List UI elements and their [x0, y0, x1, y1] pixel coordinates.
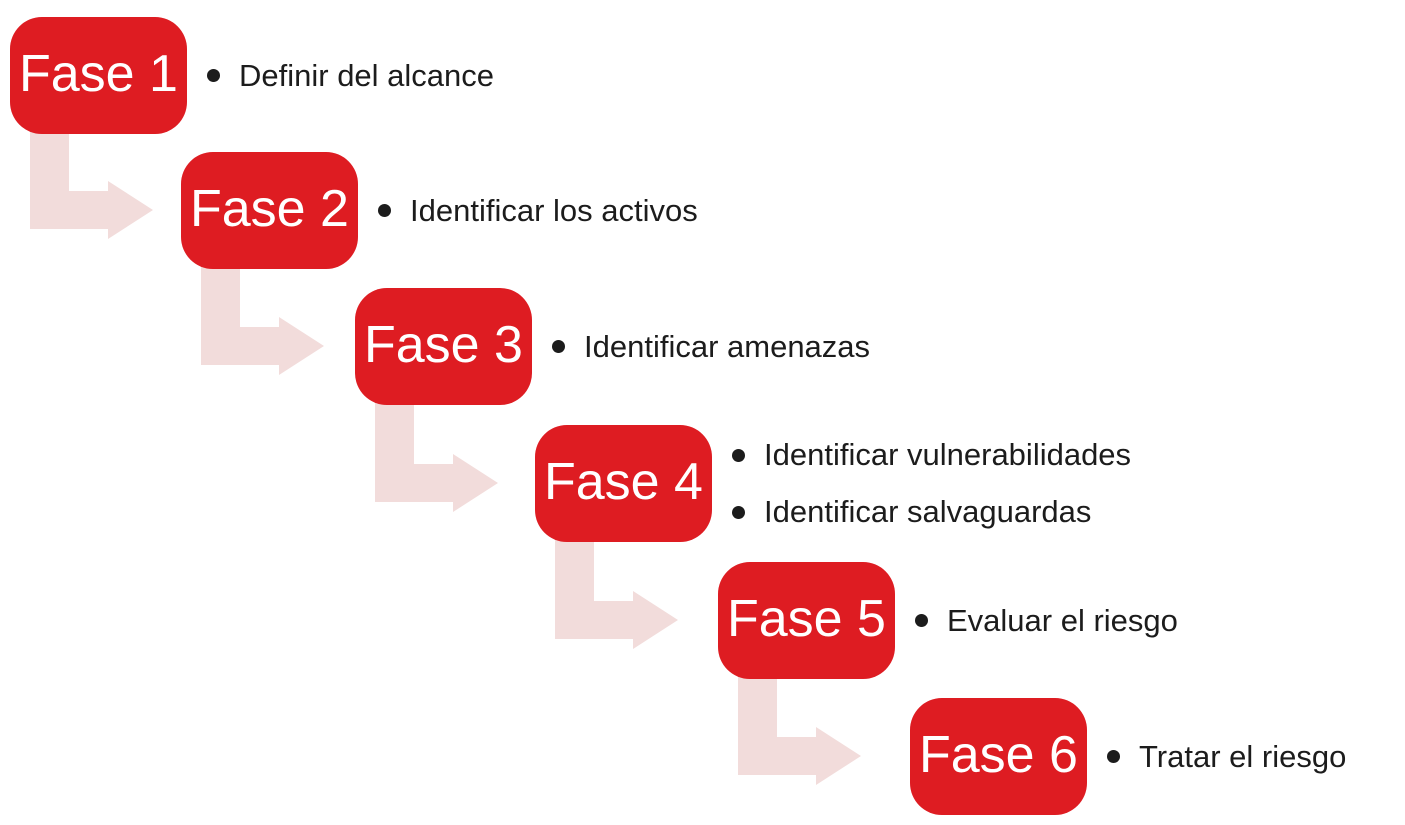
bullet-text: Identificar los activos: [410, 192, 698, 228]
phase-label-6: Fase 6: [919, 725, 1078, 784]
bullet-dot: [732, 505, 745, 519]
bullet-dot: [378, 204, 391, 217]
phase-bullets-3: Identificar amenazas: [552, 288, 870, 405]
bullet-text: Definir del alcance: [239, 57, 495, 93]
bullet-text: Tratar el riesgo: [1139, 738, 1347, 774]
bullet-text: Identificar amenazas: [584, 328, 871, 364]
phase-box-2: Fase 2: [181, 152, 358, 269]
phase-box-4: Fase 4: [535, 425, 712, 542]
phase-bullets-5: Evaluar el riesgo: [915, 562, 1178, 679]
bullet-text: Evaluar el riesgo: [947, 602, 1178, 638]
bullet-dot: [732, 448, 745, 462]
bent-arrow-3-to-4: [375, 401, 498, 512]
phase-bullets-2: Identificar los activos: [378, 152, 698, 269]
bullet-item: Identificar salvaguardas: [732, 484, 1131, 541]
bullet-text: Identificar vulnerabilidades: [764, 437, 1132, 472]
phase-box-5: Fase 5: [718, 562, 895, 679]
phase-bullets-6: Tratar el riesgo: [1107, 698, 1346, 815]
phase-box-3: Fase 3: [355, 288, 532, 405]
bullet-text: Identificar salvaguardas: [764, 494, 1092, 529]
bullet-dot: [552, 340, 565, 353]
bullet-item: Identificar los activos: [378, 182, 698, 239]
bullet-dot: [915, 614, 928, 627]
phase-label-1: Fase 1: [19, 44, 178, 103]
bent-arrow-4-to-5: [555, 538, 678, 649]
bent-arrow-5-to-6: [738, 675, 861, 785]
bent-arrow-2-to-3: [201, 265, 324, 375]
bullet-item: Identificar vulnerabilidades: [732, 427, 1131, 484]
phase-box-1: Fase 1: [10, 17, 187, 134]
phase-label-3: Fase 3: [364, 315, 523, 374]
bullet-item: Definir del alcance: [207, 47, 494, 104]
phase-bullets-1: Definir del alcance: [207, 17, 494, 134]
bullet-item: Evaluar el riesgo: [915, 592, 1178, 649]
phase-label-4: Fase 4: [544, 452, 703, 511]
bullet-dot: [207, 69, 220, 82]
bullet-item: Tratar el riesgo: [1107, 728, 1346, 785]
bullet-item: Identificar amenazas: [552, 318, 870, 375]
phase-box-6: Fase 6: [910, 698, 1087, 815]
phase-label-2: Fase 2: [190, 179, 349, 238]
bent-arrow-1-to-2: [30, 130, 153, 239]
phase-label-5: Fase 5: [727, 589, 886, 648]
bullet-dot: [1107, 750, 1120, 763]
